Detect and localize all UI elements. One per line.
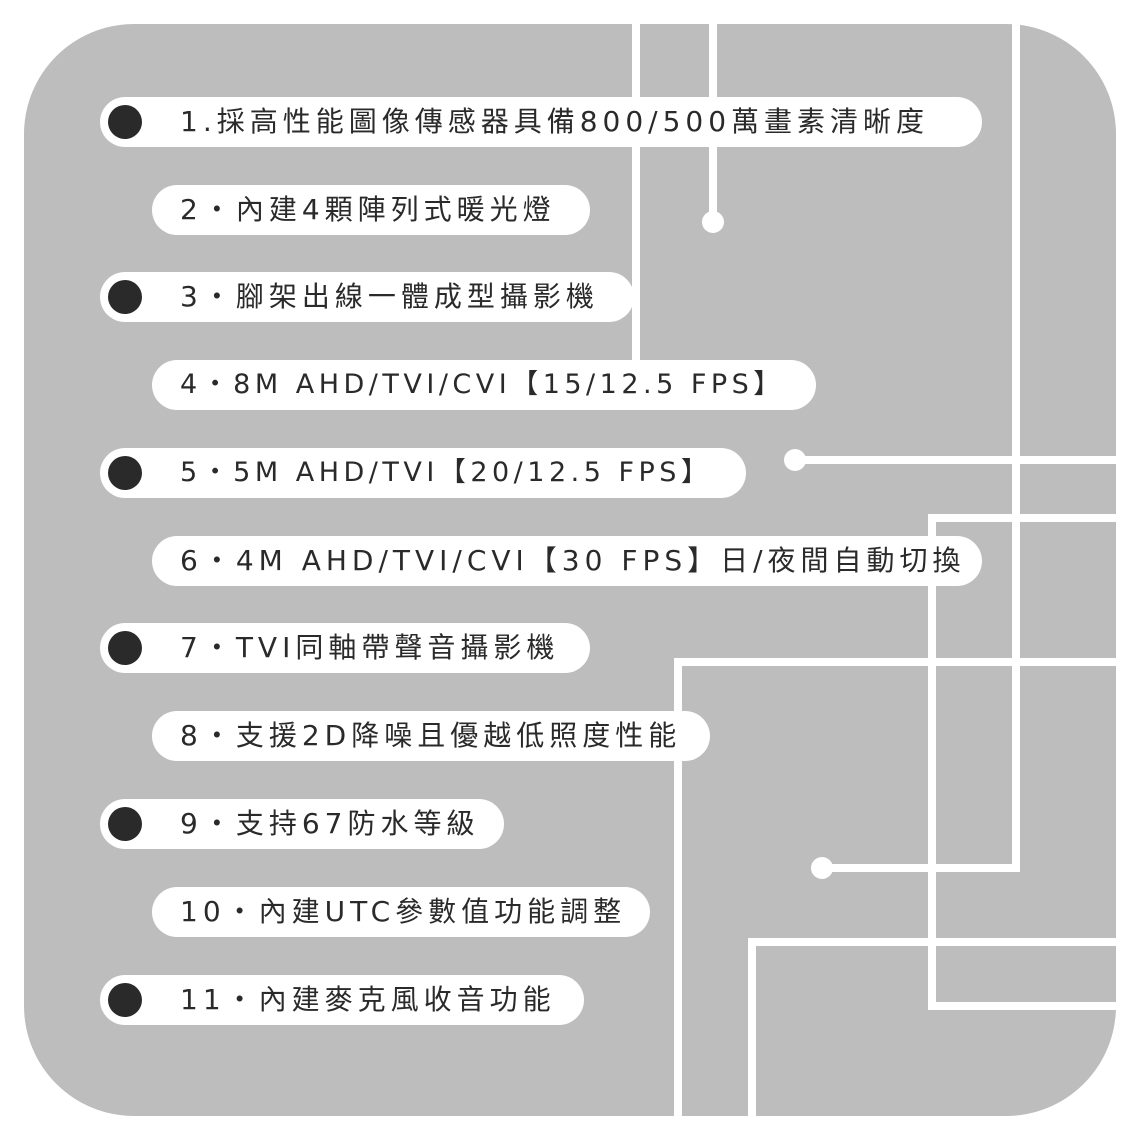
feature-item-7: 7・TVI同軸帶聲音攝影機: [100, 623, 590, 673]
feature-item-8: 8・支援2D降噪且優越低照度性能: [152, 711, 710, 761]
feature-text: 7・TVI同軸帶聲音攝影機: [180, 631, 560, 664]
feature-item-6: 6・4M AHD/TVI/CVI【30 FPS】日/夜間自動切換: [152, 536, 982, 586]
feature-text: 4・8M AHD/TVI/CVI【15/12.5 FPS】: [180, 369, 785, 400]
circuit-line: [822, 24, 1020, 872]
feature-item-10: 10・內建UTC參數值功能調整: [152, 887, 650, 937]
feature-text: 1.採高性能圖像傳感器具備800/500萬畫素清晰度: [180, 105, 930, 138]
bullet-dot: [108, 456, 142, 490]
feature-item-2: 2・內建4顆陣列式暖光燈: [152, 185, 590, 235]
feature-item-5: 5・5M AHD/TVI【20/12.5 FPS】: [100, 448, 746, 498]
feature-text: 5・5M AHD/TVI【20/12.5 FPS】: [180, 457, 713, 488]
circuit-line: [748, 938, 1116, 1116]
feature-text: 3・腳架出線一體成型攝影機: [180, 280, 599, 313]
circuit-node: [784, 449, 806, 471]
circuit-node: [702, 211, 724, 233]
bullet-dot: [108, 631, 142, 665]
feature-text: 6・4M AHD/TVI/CVI【30 FPS】日/夜間自動切換: [180, 544, 966, 577]
feature-text: 10・內建UTC參數值功能調整: [180, 895, 627, 928]
feature-text: 9・支持67防水等級: [180, 807, 480, 840]
feature-text: 8・支援2D降噪且優越低照度性能: [180, 719, 682, 752]
bullet-dot: [108, 105, 142, 139]
circuit-line: [674, 658, 1116, 1116]
feature-item-1: 1.採高性能圖像傳感器具備800/500萬畫素清晰度: [100, 97, 982, 147]
circuit-line: [928, 514, 1116, 1010]
bullet-dot: [108, 983, 142, 1017]
bullet-dot: [108, 280, 142, 314]
bullet-dot: [108, 807, 142, 841]
feature-item-11: 11・內建麥克風收音功能: [100, 975, 584, 1025]
circuit-node: [811, 857, 833, 879]
feature-item-4: 4・8M AHD/TVI/CVI【15/12.5 FPS】: [152, 360, 816, 410]
feature-item-9: 9・支持67防水等級: [100, 799, 504, 849]
feature-item-3: 3・腳架出線一體成型攝影機: [100, 272, 634, 322]
feature-text: 11・內建麥克風收音功能: [180, 983, 556, 1016]
feature-text: 2・內建4顆陣列式暖光燈: [180, 193, 556, 226]
